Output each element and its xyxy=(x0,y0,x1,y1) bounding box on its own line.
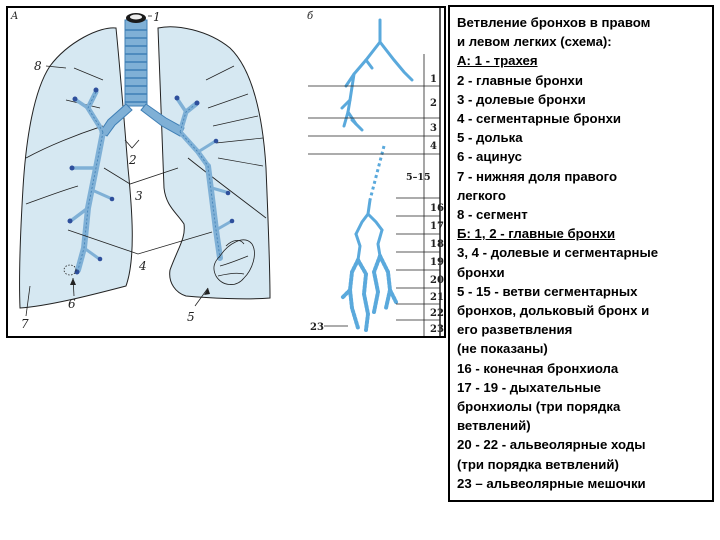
caption-line: 7 - нижняя доля правого xyxy=(457,168,618,184)
generation-label: 18 xyxy=(430,239,444,250)
generation-label: 17 xyxy=(430,221,444,232)
label-1: 1 xyxy=(153,10,161,24)
caption-line: 16 - конечная бронхиола xyxy=(457,360,619,376)
caption-line: (три порядка ветвлений) xyxy=(457,456,619,472)
left-lung xyxy=(157,26,271,300)
left-bronchial-branch-outlines xyxy=(179,103,221,259)
caption-line: ветвлений) xyxy=(457,418,531,434)
arrow-head-5 xyxy=(204,288,210,295)
main-bronchus-right xyxy=(99,103,133,137)
main-bronchus-left xyxy=(140,103,185,137)
label-7: 7 xyxy=(21,317,29,331)
caption-line: А: 1 - трахея xyxy=(457,53,538,69)
caption-legend: Ветвление бронхов в правом и левом легких… xyxy=(448,5,714,502)
generation-label: 16 xyxy=(430,203,444,214)
lobule-5 xyxy=(213,239,255,285)
caption-line: и левом легких (схема): xyxy=(457,34,612,50)
acinus-6 xyxy=(63,264,77,276)
generation-label: 21 xyxy=(430,292,444,303)
right-lung-fissure-upper xyxy=(25,125,104,159)
label-6: 6 xyxy=(68,297,76,311)
generation-label: 20 xyxy=(430,275,444,286)
generation-label: 3 xyxy=(430,123,437,134)
caption-line: 23 – альвеолярные мешочки xyxy=(457,475,646,491)
caption-line: 4 - сегментарные бронхи xyxy=(457,111,622,127)
segment-lines xyxy=(65,65,264,167)
caption-line: его разветвления xyxy=(457,322,573,338)
generation-label: 19 xyxy=(430,257,444,268)
left-lung-fissure xyxy=(187,157,267,219)
panel-a-letter: A xyxy=(10,11,18,22)
generation-label: 1 xyxy=(430,74,437,85)
caption-line: бронхов, дольковый бронх и xyxy=(457,303,650,319)
caption-line: 6 - ацинус xyxy=(457,149,522,165)
caption-lines: Ветвление бронхов в правом и левом легких… xyxy=(457,13,706,493)
caption-line: 8 - сегмент xyxy=(457,207,528,223)
respiratory-tree xyxy=(354,198,384,262)
caption-line: 3 - долевые бронхи xyxy=(457,91,586,107)
caption-line: бронхи xyxy=(457,264,505,280)
label-4: 4 xyxy=(138,259,147,273)
bronchial-tree-figure: A xyxy=(6,6,446,338)
generation-label: 5–15 xyxy=(406,172,431,183)
caption-line: 20 - 22 - альвеолярные ходы xyxy=(457,437,646,453)
caption-line: 2 - главные бронхи xyxy=(457,72,583,88)
caption-line: 5 - 15 - ветви сегментарных xyxy=(457,283,638,299)
panel-a-lungs-diagram: A xyxy=(10,10,271,331)
caption-line: легкого xyxy=(457,187,506,203)
left-label-23: 23 xyxy=(310,322,324,333)
caption-line: (не показаны) xyxy=(457,341,548,357)
right-bronchial-branch-outlines xyxy=(77,91,104,271)
caption-line: 3, 4 - долевые и сегментарные xyxy=(457,245,659,261)
label-8: 8 xyxy=(34,59,42,73)
leader-lines xyxy=(25,15,213,317)
generation-label: 4 xyxy=(430,141,437,152)
trachea xyxy=(124,13,148,107)
panel-b-letter: б xyxy=(307,11,314,22)
label-5: 5 xyxy=(187,310,195,324)
right-lung-fissure-lower xyxy=(25,185,79,205)
caption-line: Ветвление бронхов в правом xyxy=(457,15,651,30)
generation-label: 23 xyxy=(430,324,444,335)
generation-label: 22 xyxy=(430,308,444,319)
alveolar-sacs xyxy=(340,254,398,332)
caption-line: Б: 1, 2 - главные бронхи xyxy=(457,226,616,242)
generation-label: 2 xyxy=(430,98,437,109)
caption-line: 5 - долька xyxy=(457,130,523,146)
label-2: 2 xyxy=(128,153,137,167)
upper-airway-tree xyxy=(340,18,414,132)
caption-line: бронхиолы (три порядка xyxy=(457,399,621,415)
label-3: 3 xyxy=(135,189,143,203)
caption-line: 17 - 19 - дыхательные xyxy=(457,379,601,395)
arrow-head-6 xyxy=(70,278,76,285)
